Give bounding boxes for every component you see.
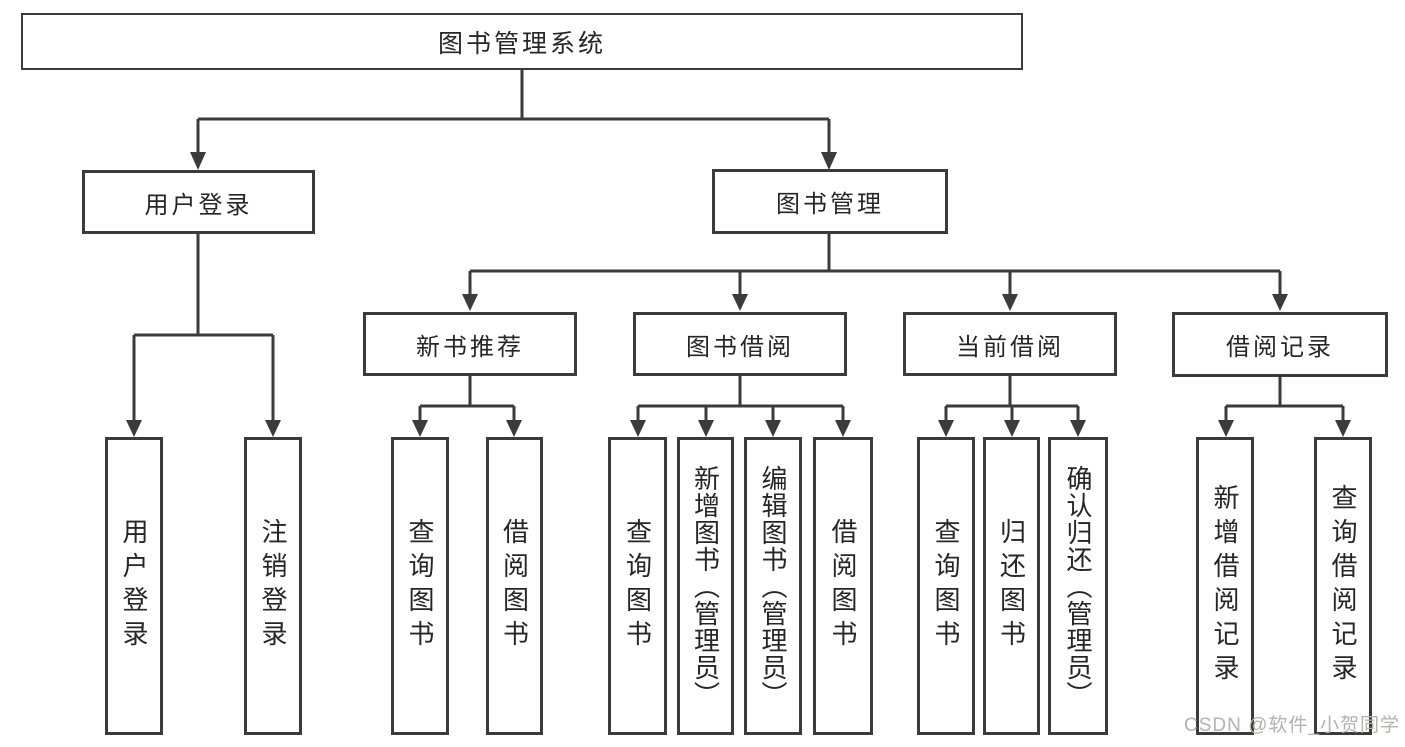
node-book-borrow: 图书借阅 <box>633 312 847 376</box>
leaf-borrow-book: 借阅图书 <box>813 437 873 735</box>
leaf-add-book-admin: 新增图书（管理员） <box>677 437 734 735</box>
leaf-edit-book-admin: 编辑图书（管理员） <box>744 437 802 735</box>
node-user-login: 用户登录 <box>82 170 315 234</box>
node-root: 图书管理系统 <box>21 13 1023 70</box>
node-book-management: 图书管理 <box>712 169 948 234</box>
node-current-borrow: 当前借阅 <box>903 312 1117 376</box>
leaf-user-login: 用户登录 <box>105 437 163 735</box>
leaf-logout: 注销登录 <box>244 437 302 735</box>
leaf-query-borrow-record: 查询借阅记录 <box>1314 437 1372 735</box>
leaf-query-book-recommend: 查询图书 <box>391 437 449 735</box>
leaf-query-book-borrow: 查询图书 <box>608 437 667 735</box>
node-borrow-records: 借阅记录 <box>1172 312 1388 377</box>
leaf-confirm-return-admin: 确认归还（管理员） <box>1048 437 1108 735</box>
leaf-return-book: 归还图书 <box>983 437 1040 735</box>
node-new-book-recommend: 新书推荐 <box>363 312 577 376</box>
leaf-borrow-book-recommend: 借阅图书 <box>486 437 543 735</box>
watermark: CSDN @软件_小贺同学 <box>1184 715 1400 736</box>
leaf-add-borrow-record: 新增借阅记录 <box>1196 437 1254 735</box>
leaf-query-book-current: 查询图书 <box>917 437 975 735</box>
